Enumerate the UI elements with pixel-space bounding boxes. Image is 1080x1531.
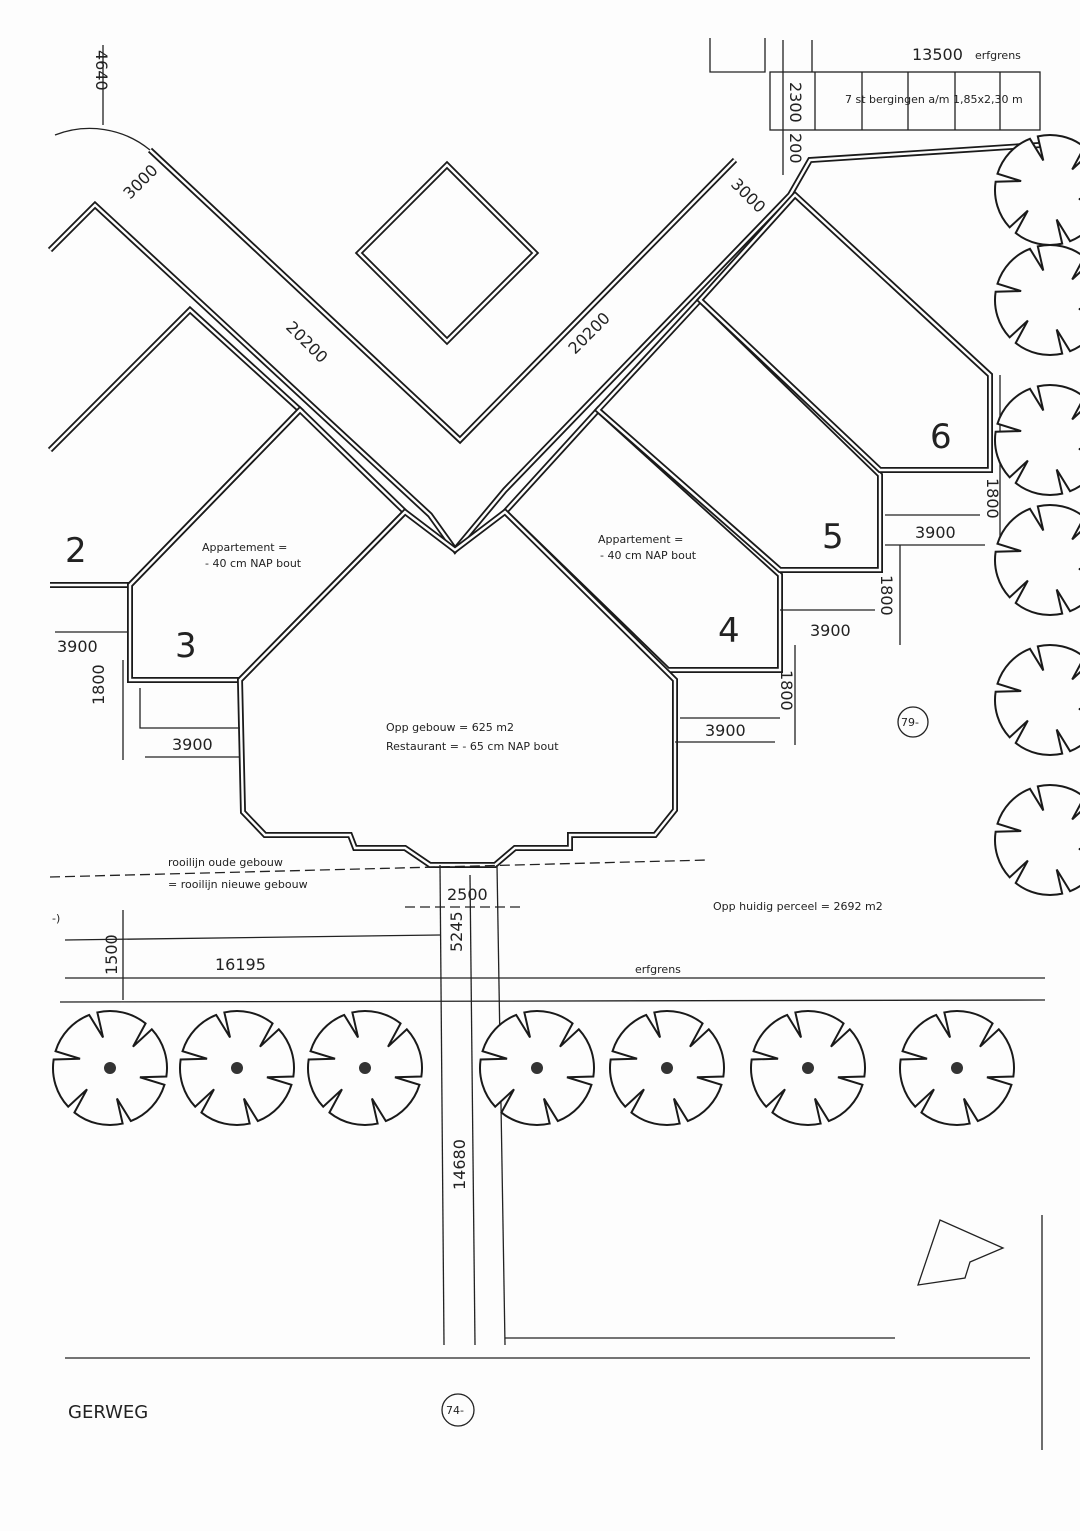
corridors	[47, 142, 1041, 555]
tree-row	[52, 1010, 1015, 1126]
path-centerline	[469, 874, 476, 1346]
setback-lines	[55, 375, 1001, 760]
tree-trunk	[951, 1062, 963, 1074]
courtyard	[354, 160, 540, 346]
setback-dim-unit5: 3900	[915, 523, 956, 542]
rooilijn-old-label: rooilijn oude gebouw	[168, 856, 283, 869]
unit-2-number: 2	[65, 531, 87, 571]
setback-depth-unit3: 1800	[89, 664, 108, 705]
path-length-dim: 14680	[450, 1139, 469, 1190]
front-offset-dim: 1500	[102, 934, 121, 975]
path-offset-dim: 5245	[447, 911, 466, 952]
restaurant-level: Restaurant = - 65 cm NAP bout	[386, 740, 559, 753]
tree-trunk	[802, 1062, 814, 1074]
unit-4-number: 4	[718, 611, 740, 651]
corridor-width-right: 3000	[727, 174, 769, 216]
tree-symbol	[994, 244, 1080, 356]
tree-symbol	[994, 784, 1080, 896]
storage-label: 7 st bergingen a/m 1,85x2,30 m	[845, 93, 1023, 106]
tree-trunk	[531, 1062, 543, 1074]
tree-symbol	[994, 504, 1080, 616]
setback-depth-unit4: 1800	[777, 670, 796, 711]
house-number-right: 79-	[901, 716, 919, 729]
tree-trunk	[661, 1062, 673, 1074]
unit-5-number: 5	[822, 517, 844, 557]
setback-depth-unit5: 1800	[877, 575, 896, 616]
tree-symbol	[994, 384, 1080, 496]
north-arrow-icon	[917, 1219, 1005, 1286]
tree-symbol	[994, 134, 1080, 246]
storage-depth-dim: 2300	[786, 82, 805, 123]
corridor-length-left: 20200	[282, 317, 331, 366]
building-area: Opp gebouw = 625 m2	[386, 721, 514, 734]
storage-block	[709, 38, 1041, 175]
house-number-bottom-circle	[441, 1393, 475, 1427]
house-number-right-circle	[897, 706, 929, 738]
rooilijn-line	[49, 859, 709, 878]
north-dim: 4640	[92, 50, 111, 91]
setback-depth-unit6: 1800	[983, 478, 1002, 519]
erfgrens-line	[59, 999, 1046, 1003]
appartement-left-line2: - 40 cm NAP bout	[205, 557, 302, 570]
appartement-left-line1: Appartement =	[202, 541, 287, 554]
setback-dim-unit3: 3900	[57, 637, 98, 656]
tree-symbol	[994, 644, 1080, 756]
unit-3-number: 3	[175, 626, 197, 666]
plot-line-1	[64, 934, 441, 941]
setback-dim-building-right: 3900	[705, 721, 746, 740]
tree-column-right	[994, 134, 1080, 896]
left-distance-dim: 16195	[215, 955, 266, 974]
rooilijn-new-label: = rooilijn nieuwe gebouw	[168, 878, 308, 891]
tree-trunk	[359, 1062, 371, 1074]
path-edge-right	[496, 864, 506, 1346]
appartement-right-line1: Appartement =	[598, 533, 683, 546]
corridor-width-left: 3000	[119, 161, 161, 203]
setback-dim-building-left: 3900	[172, 735, 213, 754]
tree-trunk	[231, 1062, 243, 1074]
erfgrens-label: erfgrens	[635, 963, 681, 976]
storage-erfgrens-label: erfgrens	[975, 49, 1021, 62]
plot-area: Opp huidig perceel = 2692 m2	[713, 900, 883, 913]
street-name: GERWEG	[68, 1402, 148, 1423]
storage-gap-dim: 200	[786, 133, 805, 164]
house-number-left: -)	[52, 912, 60, 925]
unit-6-number: 6	[930, 417, 952, 457]
path-width-dim: 2500	[447, 885, 488, 904]
house-number-bottom: 74-	[446, 1404, 464, 1417]
arc	[54, 127, 151, 151]
tree-trunk	[104, 1062, 116, 1074]
storage-total-dim: 13500	[912, 45, 963, 64]
corridor-length-right: 20200	[564, 308, 613, 357]
appartement-right-line2: - 40 cm NAP bout	[600, 549, 697, 562]
units	[47, 190, 993, 868]
setback-dim-unit4: 3900	[810, 621, 851, 640]
path-edge-left	[439, 864, 445, 1346]
